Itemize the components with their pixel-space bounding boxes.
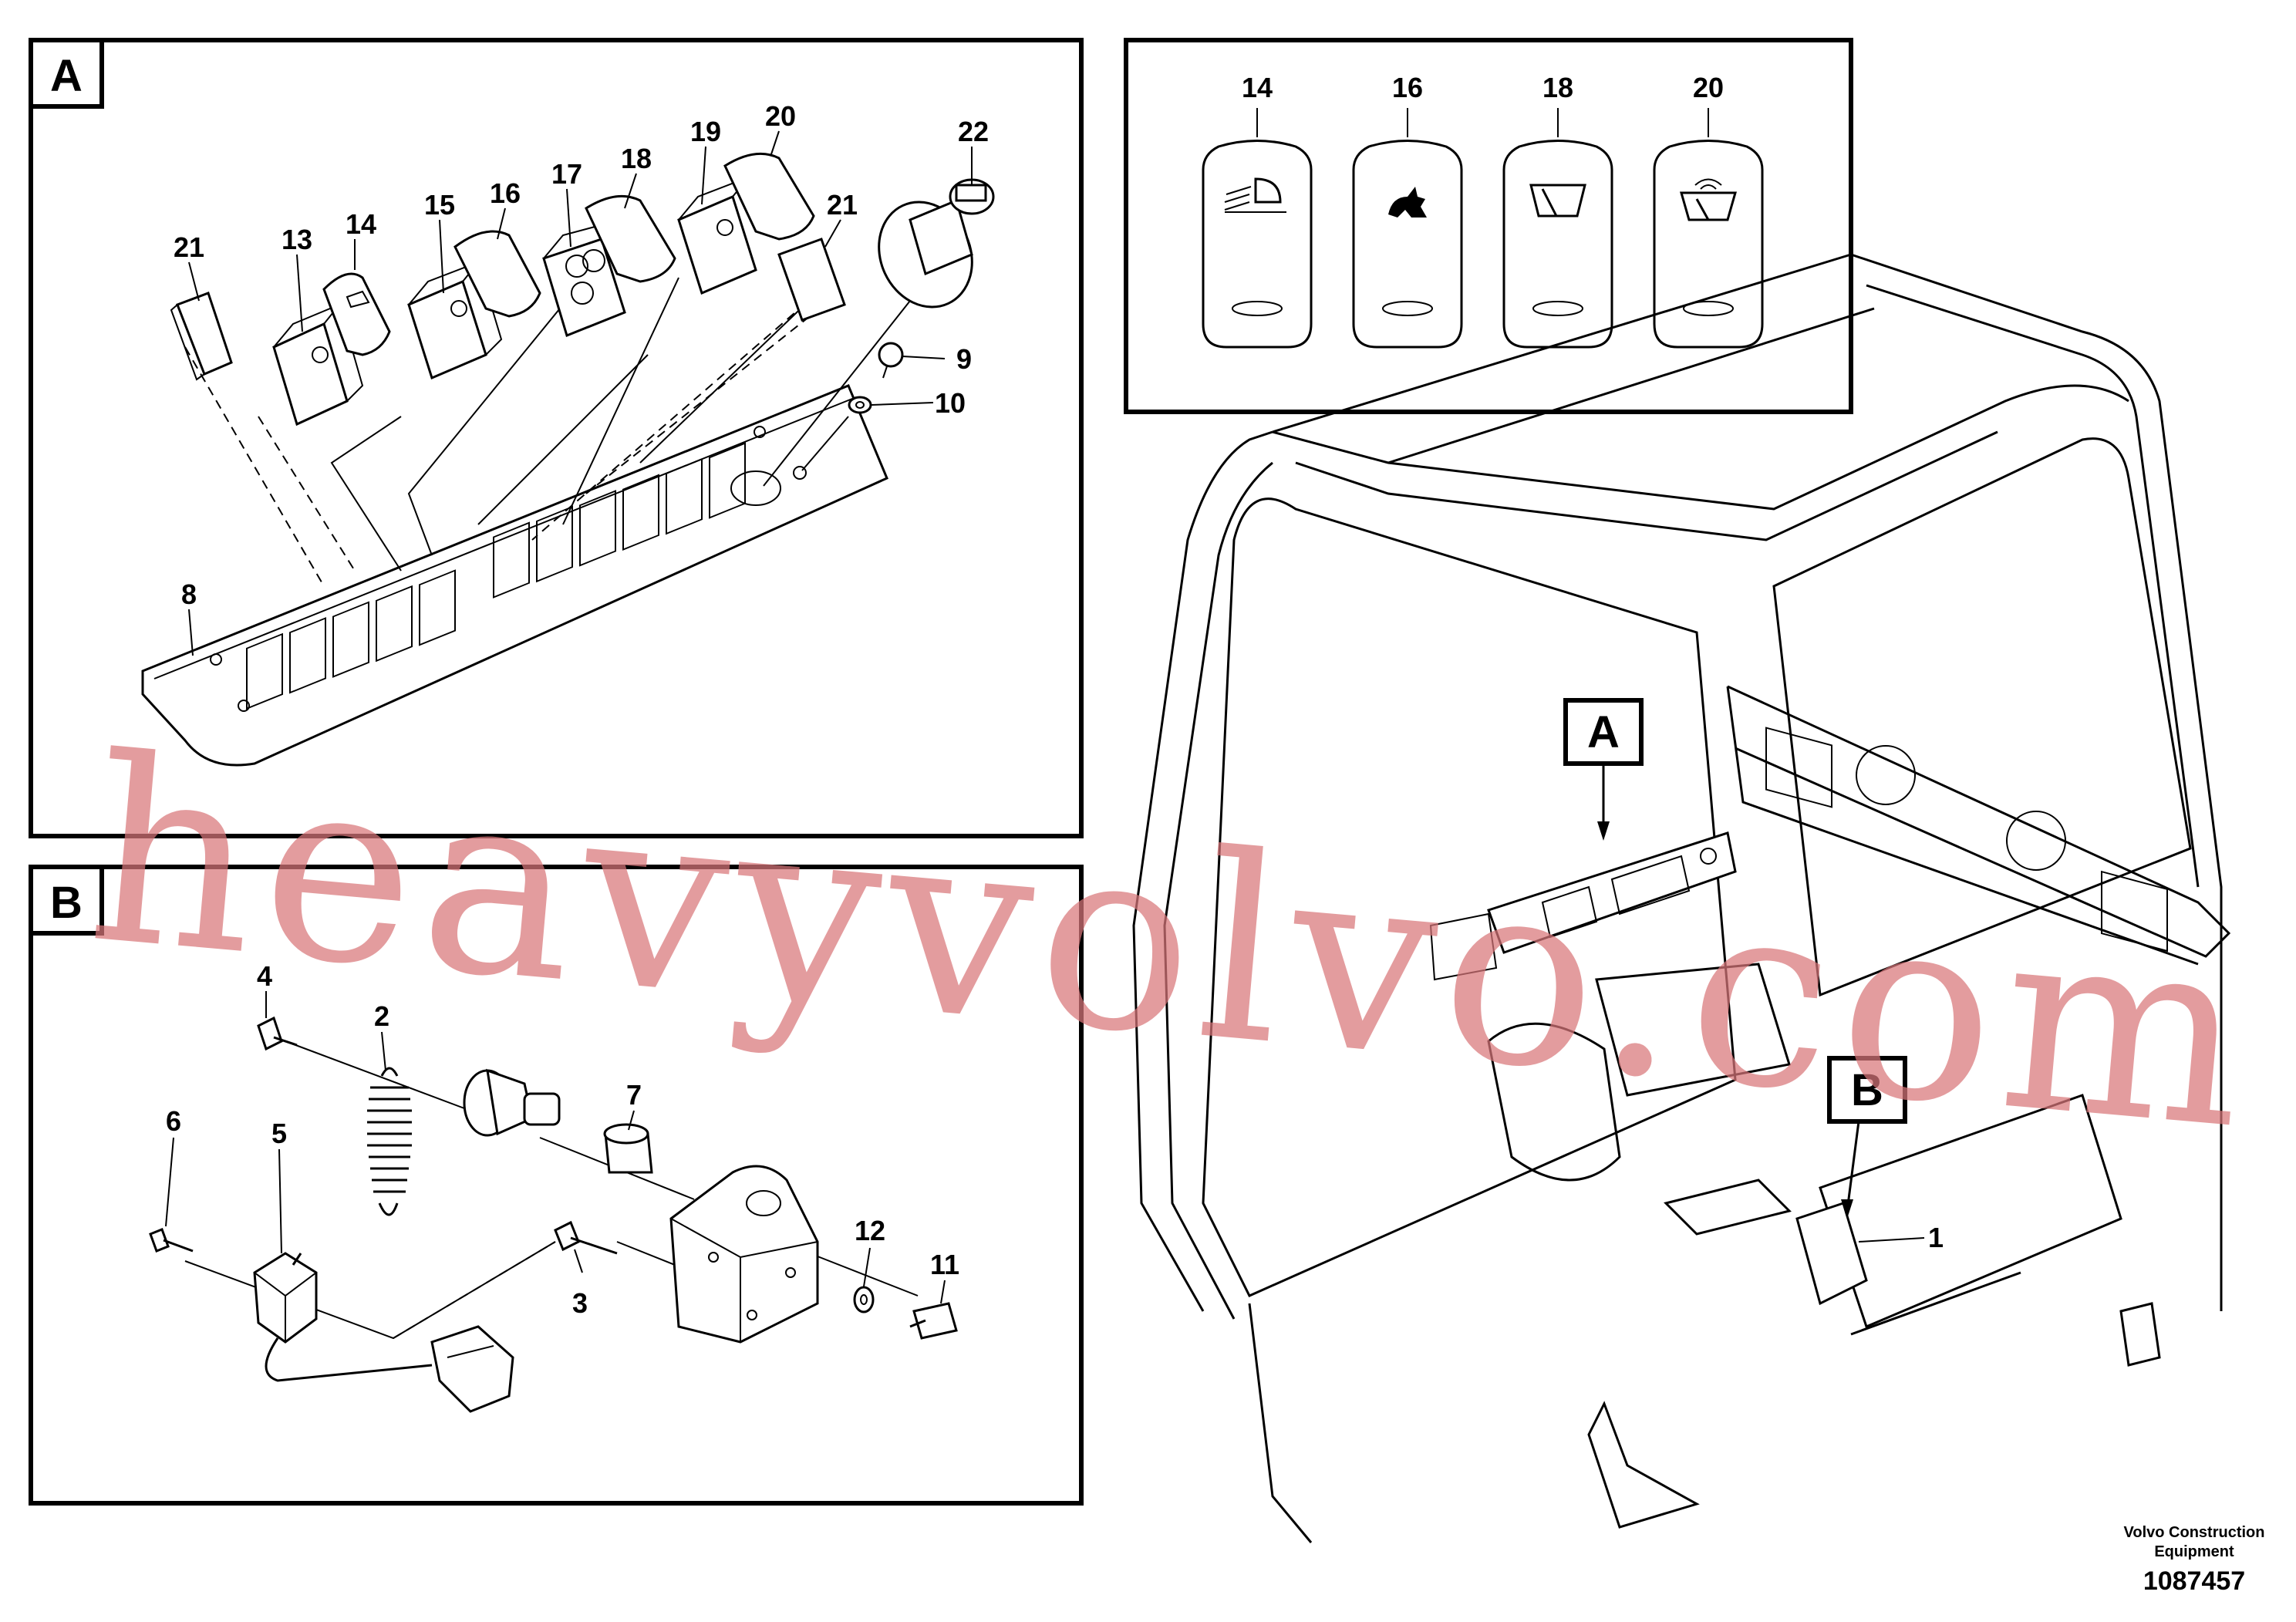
wiper-icon <box>1529 184 1586 218</box>
switch-legend-18 <box>1502 140 1613 349</box>
switch-body-15 <box>407 260 503 380</box>
sensor-connector <box>430 1325 514 1413</box>
work-light-icon <box>1224 177 1286 213</box>
footer-company-line-1: Volvo Construction <box>2124 1524 2265 1541</box>
mounting-block <box>669 1165 819 1344</box>
switch-body-19 <box>677 175 757 295</box>
cigarette-lighter-22 <box>878 178 995 309</box>
cab-illustration: A B 1 <box>1132 253 2231 1543</box>
bolt-9 <box>878 342 904 379</box>
legend-number-18: 18 <box>1542 72 1573 103</box>
callout-a-14: 14 <box>346 208 376 240</box>
cab-label-a: A <box>1587 707 1620 757</box>
callout-a-15: 15 <box>424 189 455 221</box>
rabbit-speed-icon <box>1388 187 1427 218</box>
callout-leaders-b <box>165 991 946 1304</box>
callout-b-3: 3 <box>572 1287 588 1319</box>
rocker-cap-16 <box>453 230 541 318</box>
windshield-washer-icon <box>1680 178 1737 221</box>
callout-a-22: 22 <box>958 116 989 147</box>
panel-a-label-box <box>29 38 104 109</box>
callout-b-5: 5 <box>271 1118 287 1149</box>
switch-legend-20 <box>1653 140 1764 349</box>
rear-console-vents <box>1765 727 2168 953</box>
blank-switch-cover-right <box>777 238 846 322</box>
legend-number-14: 14 <box>1242 72 1273 103</box>
panel-a-label: A <box>50 51 83 101</box>
panel-b-label: B <box>50 878 83 928</box>
assembly-lines-a <box>184 277 911 587</box>
callout-a-18: 18 <box>621 143 652 174</box>
callout-a-21-right: 21 <box>827 189 858 221</box>
switch-legend-panel: 14 16 18 20 <box>1124 38 1853 414</box>
cab-callout-1: 1 <box>1928 1222 1944 1253</box>
footer-drawing-number: 1087457 <box>2143 1566 2245 1596</box>
callout-a-9: 9 <box>956 343 972 375</box>
pivot-knob <box>463 1068 561 1137</box>
callout-b-7: 7 <box>626 1079 642 1111</box>
legend-number-20: 20 <box>1693 72 1724 103</box>
switch-legend-14 <box>1202 140 1313 349</box>
callout-a-13: 13 <box>282 224 312 255</box>
callouts-a: 21 13 14 15 16 17 18 19 20 21 22 9 10 8 <box>174 100 989 610</box>
switch-body-17 <box>542 218 626 338</box>
bolt-4 <box>257 1016 298 1051</box>
sensor-location-1 <box>1795 1202 1868 1306</box>
cab-marker-b: B <box>1827 1056 1907 1219</box>
washer-10 <box>848 396 872 414</box>
footer-company-line-2: Equipment <box>2154 1543 2234 1560</box>
spring-2 <box>367 1067 412 1216</box>
panel-b-label-box <box>29 865 104 936</box>
callout-a-17: 17 <box>551 158 582 190</box>
panel-b-frame <box>29 865 1084 1506</box>
switch-legend-16 <box>1352 140 1463 349</box>
rocker-cap-20 <box>723 152 815 241</box>
callout-a-19: 19 <box>690 116 721 147</box>
side-switch-console <box>1429 831 1737 981</box>
switch-legend-leaders <box>1256 108 1709 137</box>
washer-12 <box>853 1286 875 1313</box>
cab-marker-a: A <box>1563 698 1644 841</box>
callout-a-16: 16 <box>490 177 521 209</box>
callout-b-6: 6 <box>166 1105 181 1137</box>
rocker-cap-14 <box>322 272 391 356</box>
sensor-5 <box>253 1252 433 1382</box>
right-switch-cutouts <box>493 442 746 599</box>
switch-panel-plate <box>141 384 888 767</box>
callout-a-20: 20 <box>765 100 796 132</box>
callout-b-4: 4 <box>257 960 272 992</box>
bolt-3 <box>554 1220 618 1255</box>
callout-a-10: 10 <box>935 387 966 419</box>
callout-leaders-a <box>188 130 973 656</box>
cab-label-b: B <box>1851 1065 1883 1115</box>
footer: Volvo Construction Equipment 1087457 <box>2124 1524 2265 1596</box>
bolt-11 <box>909 1302 958 1340</box>
left-switch-cutouts <box>246 569 456 710</box>
bolt-6 <box>149 1228 194 1253</box>
cigarette-lighter-hole <box>730 470 781 506</box>
panel-a: A <box>29 38 1084 838</box>
callout-a-8: 8 <box>181 578 197 610</box>
rocker-cap-18 <box>585 194 676 283</box>
legend-number-16: 16 <box>1392 72 1423 103</box>
callout-a-21-left: 21 <box>174 231 204 263</box>
callouts-b: 4 2 7 6 5 12 11 3 <box>166 960 959 1319</box>
callout-b-12: 12 <box>855 1215 885 1246</box>
bushing-7 <box>603 1123 653 1174</box>
switch-legend-numbers: 14 16 18 20 <box>1242 72 1724 103</box>
panel-b: B <box>29 865 1084 1506</box>
callout-b-2: 2 <box>374 1000 389 1032</box>
callout-b-11: 11 <box>930 1249 959 1280</box>
